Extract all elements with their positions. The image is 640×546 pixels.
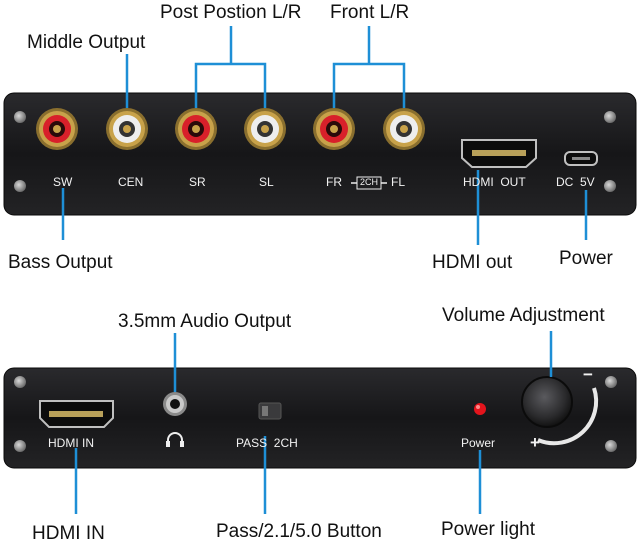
power-led [474, 403, 486, 415]
panel-label-cen: CEN [118, 175, 144, 189]
panel-label-fr: FR [326, 175, 342, 189]
knob-plus-label: + [530, 433, 540, 452]
panel-label-sw: SW [53, 175, 73, 189]
callout-middle-output: Middle Output [27, 32, 146, 53]
callout-hdmi-in: HDMI IN [32, 523, 105, 544]
panel-label-sl: SL [259, 175, 274, 189]
knob-minus-label: − [583, 365, 593, 384]
bottom-device-panel [3, 367, 637, 469]
callout-front: Front L/R [330, 2, 410, 23]
callout-power-light: Power light [441, 519, 535, 540]
callout-audio-output: 3.5mm Audio Output [118, 311, 292, 332]
slide-switch [258, 402, 282, 420]
callout-post-position: Post Postion L/R [160, 2, 302, 23]
audio-jack-icon [163, 392, 187, 416]
panel-label-power: Power [461, 436, 496, 450]
panel-label-2ch: 2CH [360, 177, 379, 187]
top-device-panel [3, 92, 637, 216]
panel-label-dc: DC 5V [556, 175, 595, 189]
rca-jack-icon [36, 108, 425, 150]
usb-port-icon [564, 151, 598, 166]
callout-pass-button: Pass/2.1/5.0 Button [216, 521, 382, 542]
hdmi-port-icon [39, 400, 114, 428]
panel-label-hdmi-in: HDMI IN [48, 436, 94, 450]
panel-label-hdmi-out: HDMI OUT [463, 175, 526, 189]
callout-lines-bottom [74, 331, 553, 514]
callout-lines-top [61, 26, 588, 245]
callout-hdmi-out: HDMI out [432, 252, 513, 273]
headphone-icon [166, 432, 184, 447]
screw-icon [14, 376, 617, 452]
callout-power: Power [559, 248, 613, 269]
hdmi-port-icon [461, 139, 537, 168]
callout-bass-output: Bass Output [8, 252, 113, 273]
callout-volume: Volume Adjustment [442, 305, 605, 326]
panel-label-fl: FL [391, 175, 406, 189]
panel-label-sr: SR [189, 175, 206, 189]
panel-label-pass-2ch: PASS 2CH [236, 436, 298, 450]
